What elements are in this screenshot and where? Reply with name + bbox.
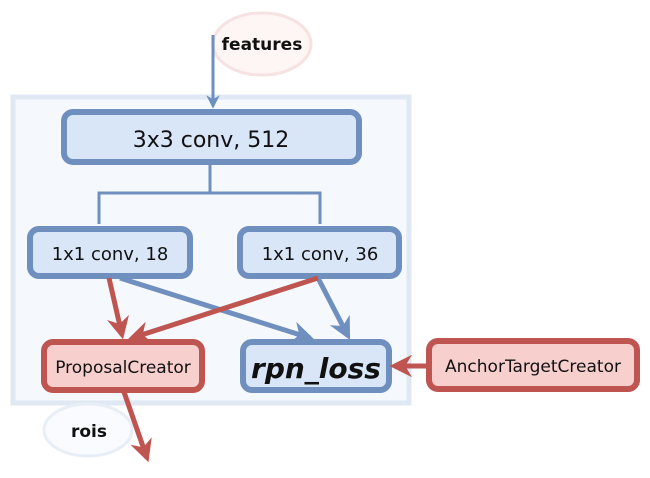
- proposal-creator-node[interactable]: [41, 339, 205, 393]
- conv3-node[interactable]: [61, 109, 362, 165]
- proposal-creator-label: ProposalCreator: [55, 358, 191, 378]
- rpn-loss-node[interactable]: [240, 339, 392, 393]
- rpn-loss-label: rpn_loss: [251, 352, 381, 385]
- conv36-label: 1x1 conv, 36: [262, 244, 379, 265]
- edge-conv36-proposal: [127, 275, 319, 344]
- conv36-node[interactable]: [237, 226, 402, 279]
- features-label: features: [222, 35, 303, 55]
- edge-split-bar: [97, 191, 322, 224]
- edge-conv18-proposal: [106, 277, 129, 340]
- edge-conv36-loss: [315, 276, 351, 340]
- edge-proposal-rois: [121, 391, 152, 463]
- anchor-target-creator-label: AnchorTargetCreator: [445, 357, 621, 377]
- edge-conv18-loss: [119, 275, 315, 344]
- conv18-node[interactable]: [27, 226, 193, 279]
- conv18-label: 1x1 conv, 18: [52, 244, 169, 265]
- conv3-label: 3x3 conv, 512: [133, 128, 290, 153]
- anchor-target-creator-node[interactable]: [426, 338, 640, 392]
- rois-label: rois: [71, 422, 107, 442]
- rois-ellipse: [42, 402, 134, 458]
